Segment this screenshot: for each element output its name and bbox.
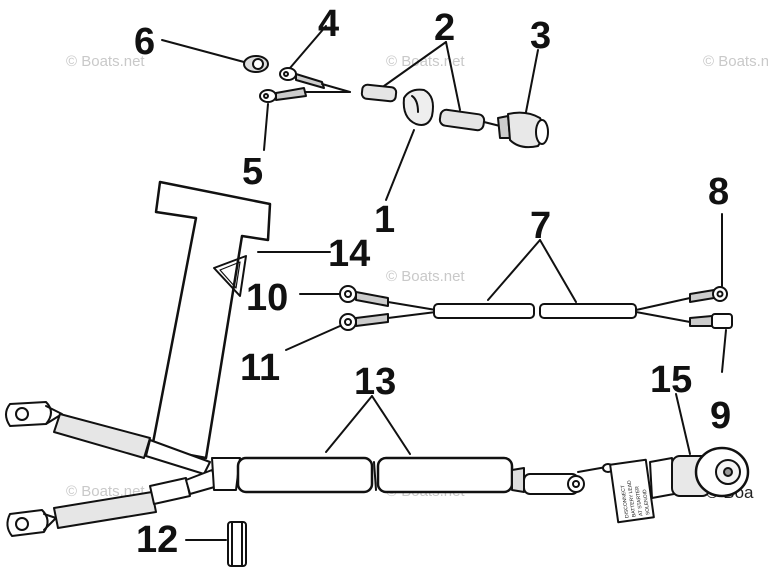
tag-line: DISCONNECT <box>620 485 631 519</box>
watermark: © Boats.net <box>386 268 465 285</box>
tag-line: AT STARTER <box>634 485 644 516</box>
callout-7: 7 <box>530 205 551 247</box>
part-2-sleeves <box>360 83 486 132</box>
tag-line: SOLENOID <box>642 489 652 516</box>
callout-2: 2 <box>434 7 455 49</box>
callout-13: 13 <box>354 361 396 403</box>
callout-14: 14 <box>328 233 370 275</box>
tag-text: DISCONNECT BATTERY LEAD AT STARTER SOLEN… <box>620 479 652 519</box>
callout-15: 15 <box>650 359 692 401</box>
tag-line: BATTERY LEAD <box>626 479 637 517</box>
watermark: © Boats.net <box>703 53 768 70</box>
part-4-5-leads <box>259 67 351 103</box>
callout-11: 11 <box>240 347 280 389</box>
part-14-decal <box>150 180 272 460</box>
callout-12: 12 <box>136 519 178 561</box>
callout-10: 10 <box>246 277 288 319</box>
callout-3: 3 <box>530 15 551 57</box>
callout-6: 6 <box>134 21 155 63</box>
watermark: © Boats.net <box>386 53 465 70</box>
part-15-boot <box>609 446 750 524</box>
part-7-harness <box>339 285 733 331</box>
part-1-collar <box>402 88 434 126</box>
callout-1: 1 <box>374 199 395 241</box>
part-12-grommet <box>227 521 247 567</box>
part-6-grommet <box>243 55 269 73</box>
callout-9: 9 <box>710 395 731 437</box>
callout-5: 5 <box>242 151 263 193</box>
watermark: © Boats.net <box>66 53 145 70</box>
callout-4: 4 <box>318 3 339 45</box>
leader-lines <box>161 25 727 541</box>
callout-8: 8 <box>708 171 729 213</box>
part-13-battery-cable <box>5 401 614 537</box>
callouts: 1 2 3 4 5 6 7 8 9 10 11 12 13 14 15 <box>134 3 731 561</box>
part-3-plug <box>483 111 549 149</box>
